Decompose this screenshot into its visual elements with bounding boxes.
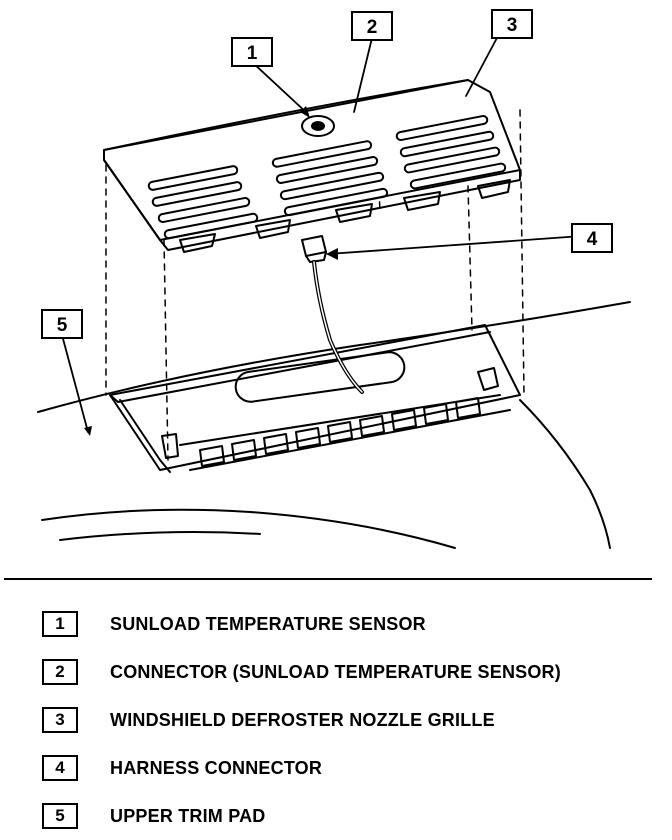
figure-callout-3: 3 xyxy=(507,15,518,36)
figure-callouts: 1 2 3 4 5 xyxy=(41,9,613,339)
sunload-sensor xyxy=(301,115,335,137)
legend-label: HARNESS CONNECTOR xyxy=(110,757,323,778)
divider-line xyxy=(4,578,652,580)
legend-number-box: 5 xyxy=(42,803,78,829)
legend-item: 4 HARNESS CONNECTOR xyxy=(42,744,652,792)
legend: 1 SUNLOAD TEMPERATURE SENSOR 2 CONNECTOR… xyxy=(42,600,652,840)
figure-callout-1: 1 xyxy=(247,43,258,64)
legend-number-box: 2 xyxy=(42,659,78,685)
legend-label: WINDSHIELD DEFROSTER NOZZLE GRILLE xyxy=(110,709,495,730)
legend-item: 3 WINDSHIELD DEFROSTER NOZZLE GRILLE xyxy=(42,696,652,744)
legend-item: 1 SUNLOAD TEMPERATURE SENSOR xyxy=(42,600,652,648)
figure-callout-2: 2 xyxy=(367,17,378,38)
figure-callout-5: 5 xyxy=(57,315,68,336)
legend-item: 5 UPPER TRIM PAD xyxy=(42,792,652,840)
dashboard-outline xyxy=(37,301,631,549)
exploded-view-diagram: 1 2 3 4 5 xyxy=(37,9,631,549)
legend-number-box: 4 xyxy=(42,755,78,781)
legend-label: CONNECTOR (SUNLOAD TEMPERATURE SENSOR) xyxy=(110,661,561,682)
figure-callout-4: 4 xyxy=(587,229,598,250)
legend-number-box: 3 xyxy=(42,707,78,733)
leader-arrowheads xyxy=(84,106,338,436)
leader-lines xyxy=(61,35,583,433)
legend-item: 2 CONNECTOR (SUNLOAD TEMPERATURE SENSOR) xyxy=(42,648,652,696)
defroster-grille xyxy=(103,79,521,253)
legend-label: SUNLOAD TEMPERATURE SENSOR xyxy=(110,613,426,634)
upper-trim-pad-outline xyxy=(109,324,521,473)
harness-connector xyxy=(301,235,364,394)
legend-label: UPPER TRIM PAD xyxy=(110,805,266,826)
legend-number-box: 1 xyxy=(42,611,78,637)
